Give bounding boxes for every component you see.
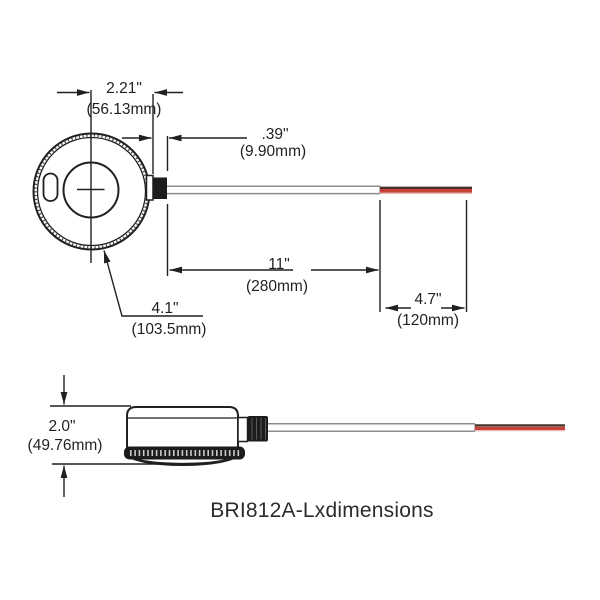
diameter-leader-line [103, 250, 203, 317]
connector-base-side [237, 416, 249, 443]
connector-neck [145, 174, 154, 201]
cable-length-inches-label: 11" [268, 256, 290, 273]
head-diameter-metric-label: (103.5mm) [131, 321, 207, 338]
head-width-inches-label: 2.21" [106, 80, 142, 97]
head-height-inches-label: 2.0" [48, 418, 76, 435]
cable-side-view [268, 422, 476, 433]
drawing-title: BRI812A-Lxdimensions [210, 499, 434, 522]
top-view-drawing [32, 90, 472, 263]
connector-length-metric-label: (9.90mm) [239, 143, 307, 160]
head-diameter-inches-label: 4.1" [151, 300, 179, 317]
lead-wires-top-view [380, 186, 472, 194]
strain-relief-side [247, 416, 268, 442]
lead-length-metric-label: (120mm) [396, 312, 459, 329]
cable-strain-relief [152, 177, 167, 199]
knurled-ring-band [124, 446, 245, 460]
dimension-lines-top-view [57, 89, 468, 317]
mounting-slot [42, 172, 59, 202]
head-width-metric-label: (56.13mm) [86, 101, 162, 118]
strain-relief-ridges [251, 418, 266, 440]
lead-length-inches-label: 4.7" [414, 291, 442, 308]
head-height-metric-label: (49.76mm) [27, 437, 103, 454]
lead-wires-side-view [475, 424, 565, 432]
body-outline-side [126, 406, 239, 449]
cable-top-view [167, 185, 381, 195]
side-view-drawing [124, 406, 565, 466]
connector-length-inches-label: .39" [261, 126, 289, 143]
cable-length-metric-label: (280mm) [245, 278, 308, 295]
dimension-lines-side-view [50, 375, 173, 497]
